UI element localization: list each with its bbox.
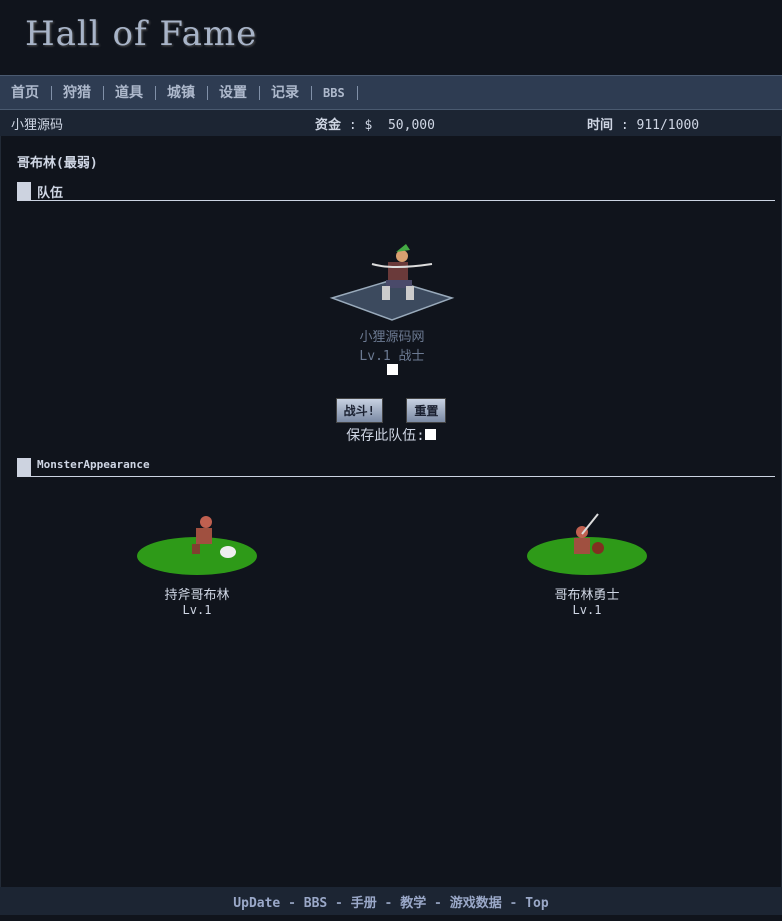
footer-top[interactable]: Top — [525, 896, 549, 911]
footer-manual[interactable]: 手册 — [350, 896, 377, 911]
nav-bar: 首页 狩猎 道具 城镇 设置 记录 BBS — [0, 75, 782, 110]
axe-goblin-sprite-icon — [137, 516, 257, 575]
monster-name: 哥布林勇士 — [554, 588, 620, 603]
warrior-sprite-icon — [329, 244, 455, 321]
money-value: $ 50,000 — [364, 117, 435, 133]
header: Hall of Fame — [0, 0, 782, 75]
nav-log[interactable]: 记录 — [260, 85, 312, 100]
nav-town[interactable]: 城镇 — [156, 85, 208, 100]
monster-level: Lv.1 — [572, 603, 602, 617]
nav-hunt[interactable]: 狩猎 — [52, 85, 104, 100]
monster-heading: MonsterAppearance — [17, 458, 775, 477]
member-name: 小狸源码网 — [359, 330, 425, 345]
money-label: 资金 — [315, 117, 342, 133]
footer-tutorial[interactable]: 教学 — [400, 896, 427, 911]
nav-settings[interactable]: 设置 — [208, 85, 260, 100]
party-heading: 队伍 — [17, 182, 775, 201]
footer-bbs[interactable]: BBS — [303, 896, 328, 911]
nav-home[interactable]: 首页 — [0, 85, 52, 100]
nav-items[interactable]: 道具 — [104, 85, 156, 100]
footer: UpDate - BBS - 手册 - 教学 - 游戏数据 - Top — [0, 887, 782, 915]
nav-bbs[interactable]: BBS — [312, 85, 358, 100]
reset-button[interactable]: 重置 — [406, 398, 447, 423]
logo: Hall of Fame — [25, 14, 258, 54]
status-bar: 小狸源码 资金 : $ 50,000 时间 : 911/1000 — [0, 110, 782, 136]
member-level: Lv.1 战士 — [359, 349, 425, 364]
monster-heading-text: MonsterAppearance — [37, 458, 150, 471]
main-content: 哥布林(最弱) 队伍 小狸源码网 Lv.1 战士 战斗! 重置 保存此队伍: M… — [0, 136, 782, 887]
time-label: 时间 — [587, 117, 614, 133]
party-member: 小狸源码网 Lv.1 战士 — [312, 240, 472, 379]
monster-level: Lv.1 — [182, 603, 212, 617]
time-value: 911/1000 — [636, 117, 700, 133]
member-checkbox[interactable] — [386, 364, 398, 375]
goblin-warrior-sprite-icon — [527, 513, 647, 575]
fight-button[interactable]: 战斗! — [335, 398, 383, 423]
monster-card: 持斧哥布林 Lv.1 — [117, 510, 277, 617]
username: 小狸源码 — [11, 117, 64, 133]
party-heading-text: 队伍 — [37, 186, 64, 201]
monster-card: 哥布林勇士 Lv.1 — [507, 510, 667, 617]
page-title: 哥布林(最弱) — [17, 156, 98, 171]
footer-update[interactable]: UpDate — [233, 896, 281, 911]
save-party-label: 保存此队伍: — [346, 428, 425, 444]
footer-gamedata[interactable]: 游戏数据 — [449, 896, 502, 911]
save-party-checkbox[interactable] — [424, 429, 436, 440]
monster-name: 持斧哥布林 — [164, 588, 230, 603]
